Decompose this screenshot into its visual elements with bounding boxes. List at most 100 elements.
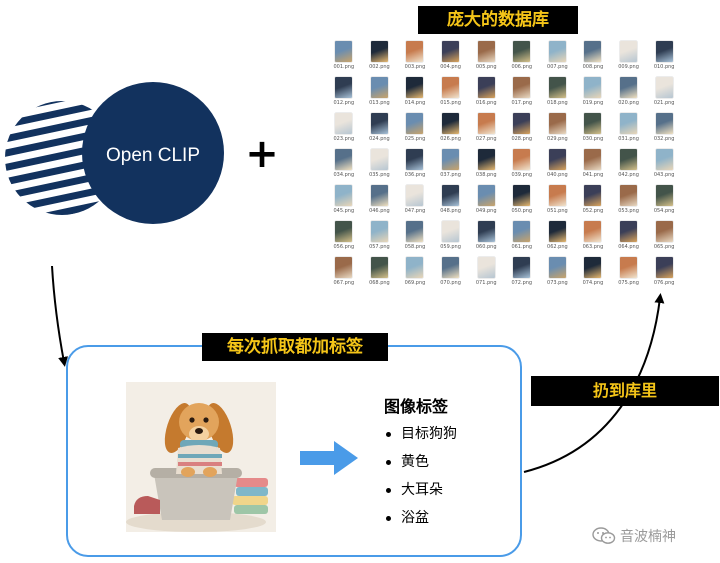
thumbnail: 057.png [362, 218, 398, 254]
thumbnail-image [548, 221, 566, 242]
thumbnail-filename: 014.png [404, 100, 426, 106]
thumbnail-image [548, 77, 566, 98]
thumbnail-image [442, 149, 460, 170]
thumbnail: 021.png [646, 74, 682, 110]
thumbnail-image [370, 149, 388, 170]
tag-item: 目标狗狗 [386, 420, 457, 448]
thumbnail: 061.png [504, 218, 540, 254]
thumbnail-filename: 012.png [333, 100, 355, 106]
thumbnail: 042.png [611, 146, 647, 182]
thumbnail-image [513, 113, 531, 134]
thumbnail-filename: 052.png [582, 208, 604, 214]
thumbnail-image [548, 149, 566, 170]
tag-item: 浴盆 [386, 504, 457, 532]
thumbnail-image [335, 77, 353, 98]
thumbnail-image [584, 149, 602, 170]
thumbnail-image [477, 221, 495, 242]
thumbnail-filename: 057.png [369, 244, 390, 250]
thumbnail-image [442, 77, 460, 98]
watermark-text: 音波楠神 [620, 529, 676, 545]
watermark: 音波楠神 [592, 526, 676, 546]
thumbnail-filename: 020.png [618, 100, 639, 106]
tag-text: 目标狗狗 [401, 426, 457, 442]
thumbnail-filename: 009.png [618, 64, 639, 70]
thumbnail-filename: 064.png [618, 244, 639, 250]
process-label: 每次抓取都加标签 [202, 333, 388, 361]
thumbnail-filename: 051.png [547, 208, 568, 214]
thumbnail: 074.png [575, 254, 611, 290]
thumbnail: 024.png [362, 110, 398, 146]
thumbnail: 043.png [646, 146, 682, 182]
thumbnail-image [655, 77, 673, 98]
thumbnail-filename: 003.png [404, 64, 426, 70]
thumbnail-filename: 065.png [653, 244, 675, 250]
thumbnail: 039.png [504, 146, 540, 182]
thumbnail-image [655, 185, 673, 206]
thumbnail-filename: 075.png [618, 280, 639, 286]
thumbnail-image [655, 149, 673, 170]
logo-text: Open CLIP [106, 145, 200, 166]
thumbnail: 012.png [326, 74, 362, 110]
thumbnail: 010.png [646, 38, 682, 74]
thumbnail: 041.png [575, 146, 611, 182]
thumbnail: 020.png [611, 74, 647, 110]
thumbnail: 047.png [397, 182, 433, 218]
thumbnail: 023.png [326, 110, 362, 146]
thumbnail-filename: 045.png [333, 208, 355, 214]
thumbnail-image [620, 149, 638, 170]
thumbnail-filename: 007.png [547, 64, 568, 70]
thumbnail-image [477, 149, 495, 170]
thumbnail-filename: 060.png [475, 244, 497, 250]
tag-text: 大耳朵 [401, 482, 443, 498]
throw-to-library-label: 扔到库里 [531, 376, 719, 406]
thumbnail-filename: 053.png [618, 208, 639, 214]
thumbnail-filename: 067.png [333, 280, 355, 286]
thumbnail-filename: 054.png [653, 208, 675, 214]
thumbnail-image [513, 257, 531, 278]
thumbnail: 028.png [504, 110, 540, 146]
thumbnail: 073.png [540, 254, 576, 290]
solid-circle [82, 82, 224, 224]
thumbnail-image [335, 149, 353, 170]
logo-to-process-arrow [51, 265, 68, 367]
thumbnail: 060.png [468, 218, 504, 254]
thumbnail: 018.png [540, 74, 576, 110]
thumbnail: 071.png [468, 254, 504, 290]
thumbnail-image [335, 185, 353, 206]
thumbnail-image [335, 113, 353, 134]
thumbnail-image [477, 113, 495, 134]
thumbnail-image [406, 113, 424, 134]
thumbnail-filename: 048.png [440, 208, 461, 214]
thumbnail-image [548, 113, 566, 134]
thumbnail: 001.png [326, 38, 362, 74]
bullet-icon [386, 459, 391, 465]
thumbnail-image [584, 41, 602, 62]
thumbnail: 049.png [468, 182, 504, 218]
thumbnail-image [477, 41, 495, 62]
thumbnail-filename: 037.png [440, 172, 461, 178]
thumbnail: 063.png [575, 218, 611, 254]
thumbnail-image [620, 113, 638, 134]
thumbnail-filename: 004.png [440, 64, 461, 70]
thumbnail-filename: 031.png [618, 136, 639, 142]
thumbnail: 034.png [326, 146, 362, 182]
thumbnail-filename: 039.png [511, 172, 533, 178]
thumbnail-image [548, 257, 566, 278]
thumbnail-image [513, 77, 531, 98]
thumbnail-filename: 027.png [475, 136, 497, 142]
thumbnail-filename: 005.png [475, 64, 497, 70]
thumbnail-filename: 002.png [369, 64, 390, 70]
thumbnail-image [620, 221, 638, 242]
thumbnail: 048.png [433, 182, 469, 218]
thumbnail-filename: 030.png [582, 136, 604, 142]
thumbnail-image [442, 257, 460, 278]
thumbnail: 005.png [468, 38, 504, 74]
thumbnail: 029.png [540, 110, 576, 146]
thumbnail: 052.png [575, 182, 611, 218]
thumbnail-filename: 056.png [333, 244, 355, 250]
thumbnail-image [442, 113, 460, 134]
thumbnail-filename: 023.png [333, 136, 355, 142]
thumbnail: 036.png [397, 146, 433, 182]
bullet-icon [386, 431, 391, 437]
